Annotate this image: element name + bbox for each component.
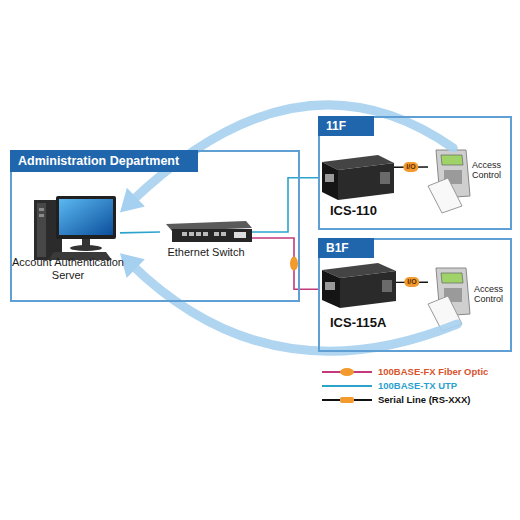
monitor-base [70,245,102,251]
node-label: Account Authentication Server [9,256,127,281]
port-badge: I/O [403,162,418,172]
keypad-display [441,155,463,165]
group-title: Administration Department [10,150,198,172]
keypad-display [441,273,463,283]
switch-port [196,232,201,236]
switch-port [182,232,187,236]
device-node: ICS-115A [320,262,396,330]
legend-text: 100BASE-TX UTP [378,380,457,392]
fiber-badge [290,257,298,271]
switch-port [189,232,194,236]
switch-port [214,232,219,236]
legend-utp-line [322,385,372,387]
device-name: ICS-110 [330,204,410,219]
auth-flow-arrow-line [131,264,458,351]
node-label: Access Control [472,160,512,181]
node-label: Access Control [474,284,514,305]
monitor-screen [59,199,113,235]
access-control-node: Access Control [428,266,512,324]
floor-frame: B1F ICS-115A Access Control [318,238,512,352]
pc-drive [39,214,44,217]
device-side [340,271,396,308]
device-node: ICS-110 [320,154,394,220]
serial-port [382,280,392,292]
pc-tower-front [37,203,46,257]
fiber-port [325,282,335,290]
device-side [338,163,394,200]
serial-port [380,172,390,184]
legend-text: 100BASE-FX Fiber Optic [378,366,488,378]
fiber-cable-line [252,238,320,289]
access-card [428,178,462,213]
switch-node: Ethernet Switch [160,220,252,260]
monitor-frame [56,196,116,239]
device-front [322,162,338,200]
device-front [322,270,340,308]
access-control-node: Access Control [428,148,512,204]
switch-front [172,229,252,242]
fiber-cable [252,238,320,289]
device-name: ICS-115A [330,316,414,331]
legend-fiber-badge [340,368,354,376]
department-frame: Administration DepartmentAccount Authent… [10,150,300,302]
group-title: B1F [318,238,374,258]
floor-frame: 11F ICS-110 Access Control [318,116,512,230]
auth-flow-arrow [120,253,457,351]
rj45-port [325,174,334,182]
pc-drive [39,208,44,211]
legend-serial-badge [340,397,354,403]
utp-cable-line [120,231,160,233]
switch-port [234,232,246,238]
group-title: 11F [318,116,374,136]
utp-cable [252,178,320,232]
switch-port [203,232,208,236]
utp-cable-line [252,178,320,232]
port-badge: I/O [404,277,419,287]
switch-port [221,232,226,236]
legend-text: Serial Line (RS-XXX) [378,394,470,406]
node-label: Ethernet Switch [150,246,262,259]
arrow-head [120,188,145,213]
server-node: Account Authentication Server [16,190,120,292]
utp-cable [120,232,160,234]
